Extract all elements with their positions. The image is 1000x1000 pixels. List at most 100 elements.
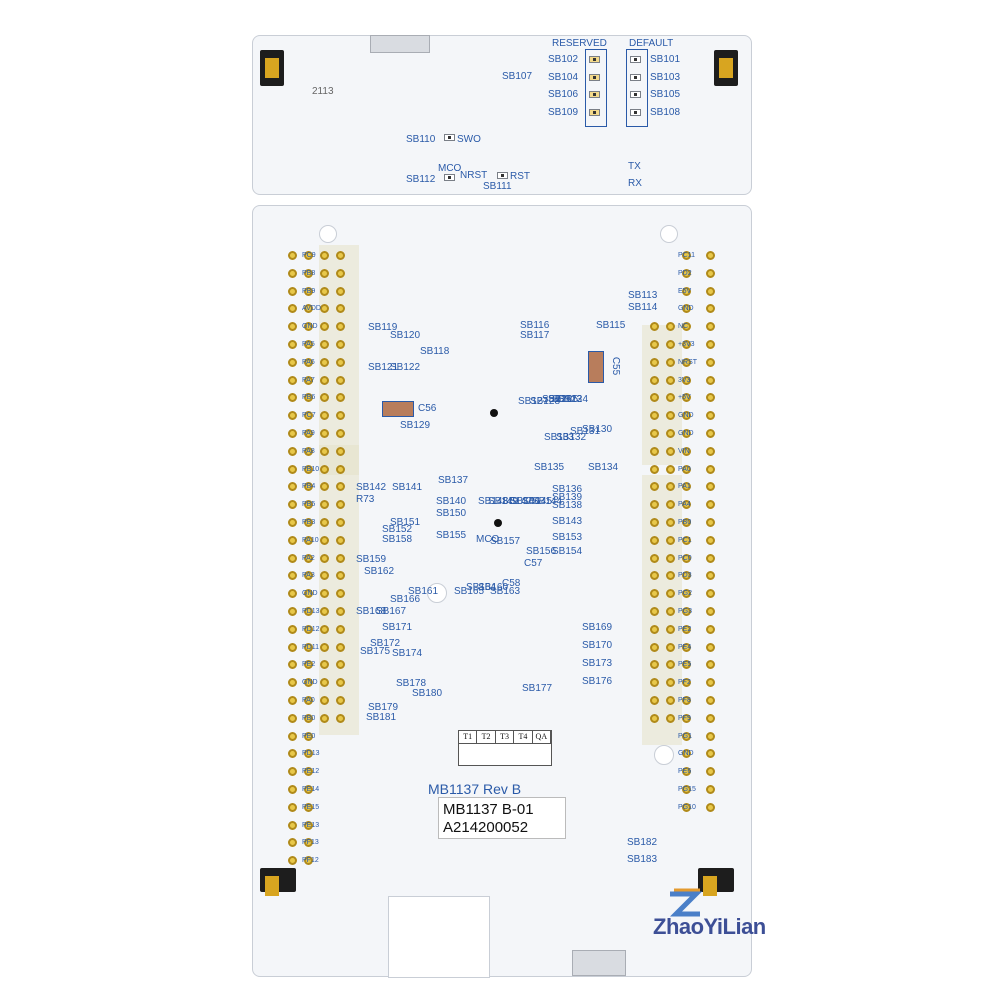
header-pin <box>288 713 297 723</box>
header-pin <box>288 802 297 812</box>
jumper-bottom-left <box>260 868 296 896</box>
header-pin <box>682 446 691 456</box>
solder-bridge-label: SB154 <box>552 546 583 557</box>
header-pin <box>320 624 329 634</box>
header-pin <box>706 482 715 492</box>
header-pin <box>666 607 675 616</box>
header-pin-label: PE4 <box>678 643 692 651</box>
solder-bridge-label: SB127 <box>518 396 549 407</box>
header-pin-label: PE2 <box>678 625 692 633</box>
header-pin <box>666 429 675 438</box>
header-pin <box>336 607 345 616</box>
header-pin <box>706 589 715 599</box>
header-pin <box>650 696 659 705</box>
header-pin <box>650 607 659 616</box>
fiducial <box>490 409 498 417</box>
header-pin <box>650 340 659 349</box>
header-pin-label: PA9 <box>302 430 315 437</box>
header-pin <box>706 357 715 367</box>
header-pin <box>288 589 297 599</box>
header-pin <box>650 357 659 367</box>
solder-bridge-label: SB123 <box>552 394 583 405</box>
fiducial <box>494 519 502 527</box>
header-pin <box>682 357 691 367</box>
solder-bridge-label: SB146 <box>510 496 541 507</box>
header-pin-label: PC11 <box>678 252 695 259</box>
jumper-top-left <box>260 50 284 86</box>
header-pin <box>320 446 329 456</box>
jumper-top-right <box>714 50 738 86</box>
header-pin <box>336 518 345 527</box>
solder-bridge-label: SB161 <box>408 586 439 597</box>
header-pin <box>682 660 691 670</box>
header-pin <box>288 357 297 367</box>
header-pin-label: PE15 <box>302 803 320 811</box>
header-pin <box>706 731 715 741</box>
solder-bridge-label: SB136 <box>552 484 583 495</box>
header-pin-label: PD12 <box>302 625 320 633</box>
small-mark: 2113 <box>312 86 334 97</box>
header-pin <box>304 340 313 349</box>
header-pin <box>682 589 691 599</box>
header-pin <box>682 322 691 332</box>
solder-bridge-label: SB134 <box>588 462 619 473</box>
header-pin <box>706 286 715 296</box>
header-pin <box>288 678 297 688</box>
header-pin <box>288 535 297 545</box>
header-pin-label: GND <box>678 412 694 420</box>
sb108-label: SB108 <box>650 107 681 118</box>
header-pin <box>666 589 675 599</box>
header-pin <box>336 553 345 563</box>
header-pin <box>336 268 345 278</box>
header-pin <box>706 642 715 652</box>
header-pin-label: PD13 <box>302 750 320 758</box>
header-pin <box>288 607 297 616</box>
header-pin-label: GND <box>678 305 694 313</box>
solder-bridge-label: SB150 <box>436 508 467 519</box>
header-pin <box>320 304 329 314</box>
mounting-hole <box>660 225 678 243</box>
header-pin <box>650 429 659 438</box>
header-pin <box>336 624 345 634</box>
c55-label: C55 <box>610 356 622 376</box>
sb107-label: SB107 <box>502 71 533 82</box>
header-pin <box>288 696 297 705</box>
header-pin-label: GND <box>302 679 318 687</box>
sb183-label: SB183 <box>627 854 658 865</box>
solder-bridge-label: SB141 <box>392 482 423 493</box>
header-pin-label: PA0 <box>678 465 691 473</box>
solder-bridge-label: SB177 <box>522 683 553 694</box>
solder-bridge-label: SB156 <box>526 546 557 557</box>
sb101-pad <box>630 56 641 63</box>
header-pin <box>650 624 659 634</box>
solder-bridge-label: SB124 <box>558 394 589 405</box>
solder-bridge-label: SB143 <box>552 516 583 527</box>
header-pin <box>682 268 691 278</box>
header-pin <box>336 411 345 421</box>
solder-bridge-label: SB167 <box>376 606 407 617</box>
header-pin-label: PB6 <box>302 394 316 402</box>
header-pin-label: PF12 <box>302 857 319 865</box>
header-pin <box>288 767 297 777</box>
sb102-pad <box>589 56 600 63</box>
header-pin <box>336 642 345 652</box>
header-pin-label: PA10 <box>302 536 319 544</box>
solder-bridge-label: SB129 <box>400 420 431 431</box>
header-pin <box>706 429 715 438</box>
solder-bridge-label: SB133 <box>544 432 575 443</box>
header-pin <box>666 553 675 563</box>
board-id: MB1137 B-01 <box>443 801 534 818</box>
header-pin <box>666 375 675 385</box>
header-pin <box>706 268 715 278</box>
header-pin <box>682 304 691 314</box>
header-pin <box>304 446 313 456</box>
header-pin-label: PG3 <box>678 608 693 615</box>
header-pin <box>320 322 329 332</box>
header-pin <box>304 785 313 794</box>
header-pin <box>706 696 715 705</box>
header-pin <box>706 660 715 670</box>
solder-bridge-label: SB155 <box>436 530 467 541</box>
header-pin <box>706 553 715 563</box>
header-pin <box>304 571 313 581</box>
solder-bridge-label: C57 <box>524 558 543 569</box>
